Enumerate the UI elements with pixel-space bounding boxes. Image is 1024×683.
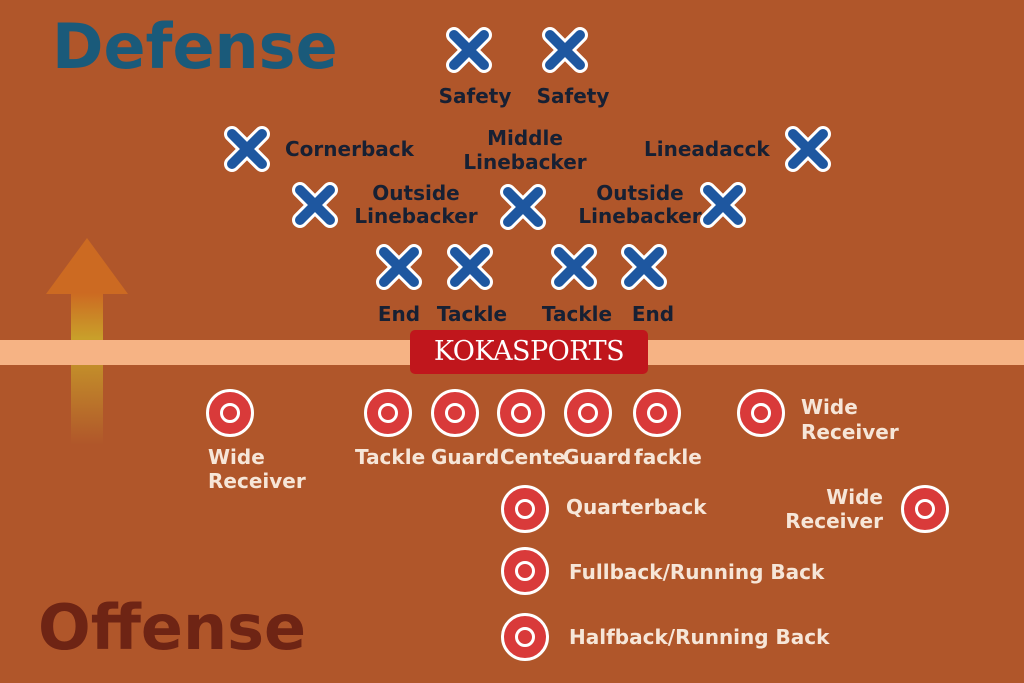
- x-mark-icon: [447, 244, 493, 290]
- up-arrow-icon: [46, 238, 128, 294]
- up-arrow-shaft: [71, 293, 103, 445]
- wide-receiver-label-line1: Wide: [826, 485, 883, 509]
- o-circle-icon: [501, 547, 549, 595]
- x-mark-icon: [700, 182, 746, 228]
- wide-receiver-label-line1: Wide: [801, 395, 858, 419]
- x-mark-icon: [376, 244, 422, 290]
- end-label: End: [631, 302, 675, 326]
- wide-receiver-label-line2: Receiver: [208, 469, 306, 493]
- o-circle-icon: [901, 485, 949, 533]
- middle-linebacker-label-line1: Middle: [487, 126, 563, 150]
- x-mark-icon: [551, 244, 597, 290]
- o-circle-icon: [633, 389, 681, 437]
- o-circle-icon: [564, 389, 612, 437]
- outside-linebacker-label-line1: Outside: [372, 181, 460, 205]
- o-circle-icon: [497, 389, 545, 437]
- o-circle-icon: [206, 389, 254, 437]
- fackle-label: fackle: [634, 445, 702, 469]
- o-circle-icon: [501, 613, 549, 661]
- x-mark-icon: [292, 182, 338, 228]
- middle-linebacker-label-line2: Linebacker: [463, 150, 587, 174]
- x-mark-icon: [446, 27, 492, 73]
- o-circle-icon: [501, 485, 549, 533]
- quarterback-label: Quarterback: [566, 495, 707, 519]
- defense-heading: Defense: [52, 10, 338, 83]
- guard-label: Guard: [431, 445, 500, 469]
- x-mark-icon: [621, 244, 667, 290]
- o-circle-icon: [364, 389, 412, 437]
- o-circle-icon: [431, 389, 479, 437]
- offense-heading: Offense: [38, 591, 307, 664]
- safety-label: Safety: [536, 84, 610, 108]
- tackle-label: Tackle: [355, 445, 426, 469]
- tackle-label: Tackle: [436, 302, 508, 326]
- halfback-running-back-label: Halfback/Running Back: [569, 625, 830, 649]
- outside-linebacker-label-line2: Linebacker: [578, 204, 702, 228]
- o-circle-icon: [737, 389, 785, 437]
- lineadacck-label: Lineadacck: [644, 137, 770, 161]
- wide-receiver-label-line1: Wide: [208, 445, 265, 469]
- x-mark-icon: [500, 184, 546, 230]
- tackle-label: Tackle: [541, 302, 613, 326]
- cornerback-label: Cornerback: [285, 137, 414, 161]
- wide-receiver-label-line2: Receiver: [801, 420, 899, 444]
- end-label: End: [377, 302, 421, 326]
- x-mark-icon: [785, 126, 831, 172]
- safety-label: Safety: [438, 84, 512, 108]
- outside-linebacker-label-line2: Linebacker: [354, 204, 478, 228]
- x-mark-icon: [224, 126, 270, 172]
- center-label: Cente: [500, 445, 566, 469]
- wide-receiver-label-line2: Receiver: [785, 509, 883, 533]
- brand-logo: KOKASPORTS: [410, 330, 648, 374]
- x-mark-icon: [542, 27, 588, 73]
- outside-linebacker-label-line1: Outside: [596, 181, 684, 205]
- guard-label: Guard: [563, 445, 632, 469]
- fullback-running-back-label: Fullback/Running Back: [569, 560, 825, 584]
